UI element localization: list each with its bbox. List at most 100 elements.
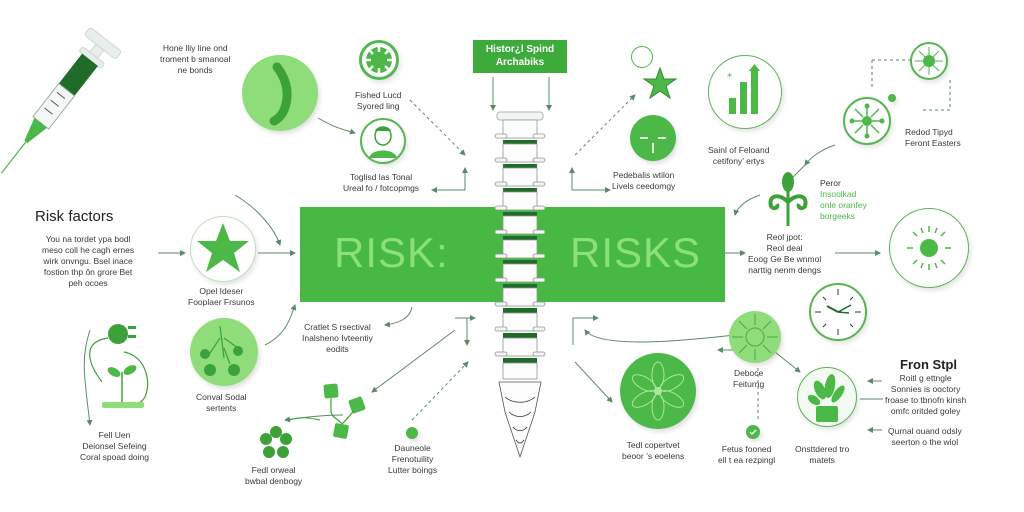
label-line: Sainl of Feloand — [708, 145, 770, 155]
body-line: seerton o the wiol — [891, 437, 959, 447]
label-line: Feront Easters — [905, 138, 961, 148]
virus-circle-small — [910, 42, 948, 80]
body-line: meso coll he cagh ernes — [42, 245, 135, 255]
flower-label: Fedl orweal bwbal denbogy — [245, 465, 302, 487]
label-line: Lutter boings — [388, 465, 438, 475]
label-line: Deboce — [733, 368, 764, 378]
center-right-note: Reol jpot: Reol deal Eoog Ge Be wnmol na… — [748, 232, 821, 276]
gear-badge-circle — [359, 40, 399, 80]
plant-branches-icon — [200, 325, 243, 376]
label-line: Coral spoad doing — [80, 452, 149, 462]
spine-column-icon — [494, 111, 546, 459]
banner-right-word: RISKS — [570, 229, 702, 276]
bar-chart-circle-label: Sainl of Feloand cetifony’ ertys — [708, 145, 769, 167]
label-line: Onsttdered tro — [795, 444, 850, 454]
dot-icon — [406, 427, 418, 439]
dot-icon-label: Dauneole Frenotuility Lutter boings — [388, 443, 437, 476]
body-line: Roitl g ettngle — [899, 373, 952, 383]
syringe-icon — [0, 27, 122, 174]
mandala-circle-label: Deboce Feiturng — [733, 368, 764, 390]
tree-icon — [768, 172, 808, 226]
body-line: You na tordet ypa bodl — [45, 234, 131, 244]
person-portrait-icon — [369, 126, 397, 158]
leaf-flower-circle — [620, 353, 696, 429]
label-line: Syored ling — [356, 101, 400, 111]
label-line: Opel Ideser — [199, 286, 244, 296]
crosshair-circle — [630, 115, 676, 161]
label-line: Peror — [820, 178, 841, 188]
potted-plant-circle — [797, 367, 857, 427]
label-line: Eoog Ge Be wnmol — [748, 254, 822, 264]
label-line: Toglisd las Tonal — [349, 172, 413, 182]
body-line: fostion thp ôn grore Bet — [43, 267, 133, 277]
body-line: Qurnal ouand odsly — [888, 426, 962, 436]
mandala-circle — [729, 311, 781, 363]
star-outline-icon — [642, 66, 678, 100]
clock-icon — [815, 289, 861, 335]
sunburst-icon — [915, 47, 943, 75]
label-line: Fetus fooned — [721, 444, 772, 454]
spine-curve-circle — [242, 55, 318, 131]
note-line: ne bonds — [177, 65, 213, 75]
star-icon — [197, 223, 249, 272]
note-line: Hone lliy line ond — [162, 43, 228, 53]
label-line: Redod Tipyd — [905, 127, 953, 137]
label-line: narttig nenm dengs — [748, 265, 821, 275]
label-line: Dauneole — [394, 443, 431, 453]
label-line: Conval Sodal — [196, 392, 247, 402]
tree-icon-label: Peror Insoolkad onle oranfey borgeeks — [820, 178, 867, 222]
virus-circle-label: Redod Tipyd Feront Easters — [905, 127, 961, 149]
checkmark-icon — [749, 429, 757, 436]
sprout-plug-icon — [89, 324, 149, 408]
sun-icon — [907, 226, 951, 270]
spine-curve-icon — [269, 62, 292, 126]
leaf-flower-label: Tedl copertvet beoor ’s eoelens — [622, 440, 684, 462]
label-line: Cratlet S rsectival — [304, 322, 371, 332]
circuit-dice-icon — [289, 383, 366, 439]
plant-circle-label: Conval Sodal sertents — [196, 392, 247, 414]
virus-icon — [849, 103, 885, 139]
label-line: Pedebalis wtilon — [612, 170, 675, 180]
plant-branches-circle — [190, 318, 258, 386]
check-dot-label: Fetus fooned ell t ea rezpingl — [718, 444, 775, 466]
ring-icon — [631, 46, 653, 68]
mandala-icon — [732, 314, 778, 360]
person-portrait-circle — [360, 118, 406, 164]
left-lower-note: Cratlet S rsectival Inalsheno Ivteentiy … — [302, 322, 373, 355]
potted-plant-label: Onsttdered tro matets — [795, 444, 849, 466]
banner-left-word: RISK: — [334, 229, 449, 276]
label-line: Fedl orweal — [251, 465, 296, 475]
label-line: eodits — [326, 344, 349, 354]
crosshair-circle-label: Pedebalis wtilon Livels ceedomgy — [612, 170, 675, 192]
leaf-flower-icon — [631, 361, 685, 421]
label-line: Fished Lucd — [355, 90, 402, 100]
body-line: peh ocoes — [68, 278, 108, 288]
body-line: Sonnies is ooctory — [890, 384, 961, 394]
label-line: borgeeks — [820, 211, 855, 221]
right-section-body-1: Roitl g ettngle Sonnies is ooctory froas… — [885, 373, 966, 417]
label-line: sertents — [206, 403, 237, 413]
label-line: onle oranfey — [820, 200, 867, 210]
potted-plant-icon — [807, 374, 845, 422]
risk-factors-heading: Risk factors — [35, 208, 114, 225]
label-line: ell t ea rezpingl — [718, 455, 776, 465]
label-line: Reol deal — [766, 243, 803, 253]
label-line: beoor ’s eoelens — [622, 451, 685, 461]
note-line: troment b smanoal — [160, 54, 231, 64]
body-line: wirk onvngu. Bsel inace — [43, 256, 133, 266]
bar-chart-circle: * — [708, 55, 782, 129]
label-line: Inalsheno Ivteentiy — [302, 333, 373, 343]
gear-badge-icon — [366, 47, 392, 73]
star-circle — [190, 216, 256, 282]
label-line: Reol jpot: — [766, 232, 803, 242]
crosshair-icon — [640, 137, 666, 153]
label-line: cetifony’ ertys — [712, 156, 765, 166]
label-line: Deionsel Sefeing — [82, 441, 147, 451]
label-line: Fell Uen — [98, 430, 131, 440]
label-line: Ureal fo / fotcopmgs — [343, 183, 420, 193]
title-line-1: Histor¿l Spind — [485, 44, 555, 55]
syringe-note: Hone lliy line ond troment b smanoal ne … — [160, 43, 230, 76]
label-line: Fooplaer Frsunos — [188, 297, 255, 307]
checkmark-dot — [746, 425, 760, 439]
